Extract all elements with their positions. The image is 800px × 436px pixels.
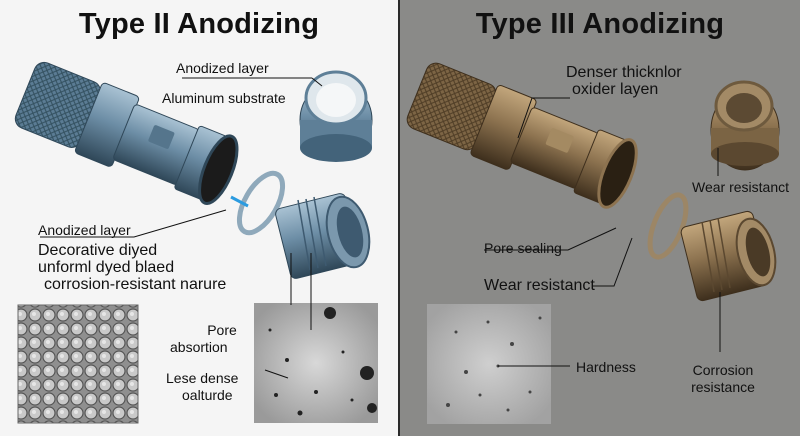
label-wear-resistant-right: Wear resistanct — [692, 179, 789, 195]
type-ii-micrograph-pores — [254, 303, 378, 423]
type-ii-o-ring — [236, 170, 286, 236]
type-ii-micrograph-cells — [17, 304, 139, 424]
label-corrosion: Corrosion — [692, 362, 754, 378]
type-iii-leader-lines — [484, 97, 721, 367]
type-ii-top-cap — [299, 70, 373, 162]
label-anodized-layer-top: Anodized layer — [176, 60, 269, 76]
type-ii-threaded-cap — [275, 193, 371, 279]
label-desc-line1: Decorative diyed — [38, 242, 158, 259]
label-desc-line3: corrosion-resistant narure — [44, 276, 227, 293]
type-ii-flashlight-body — [14, 61, 239, 205]
type-iii-panel: Type III Anodizing Denser thicknlor oxid… — [400, 0, 800, 436]
type-ii-artwork — [14, 61, 378, 424]
label-pore-sealing: Pore sealing — [484, 240, 562, 256]
label-resistance: resistance — [691, 379, 755, 395]
type-iii-title: Type III Anodizing — [475, 8, 725, 40]
type-ii-pore-dots — [268, 307, 377, 416]
label-aluminum-substrate: Aluminum substrate — [162, 90, 286, 106]
label-lese-dense: Lese dense — [166, 370, 239, 386]
label-anodized-layer: Anodized layer — [38, 222, 131, 238]
label-desc-line2: unforml dyed blaed — [38, 259, 175, 276]
label-pore: Pore — [207, 322, 237, 338]
label-absortion: absortion — [170, 339, 228, 355]
type-iii-top-cap — [710, 80, 780, 171]
type-ii-layer-marker — [230, 195, 249, 208]
type-iii-artwork — [406, 62, 780, 424]
type-ii-title: Type II Anodizing — [78, 8, 320, 40]
label-denser-line1: Denser thicknlor — [566, 64, 682, 81]
label-oalturde: oalturde — [182, 387, 233, 403]
type-iii-threaded-cap — [680, 210, 777, 302]
type-ii-panel: Type II Anodizing Anodized layer Aluminu… — [0, 0, 398, 436]
label-wear-resistanct: Wear resistanct — [484, 277, 595, 294]
label-hardness: Hardness — [576, 359, 636, 375]
type-ii-leader-lines — [40, 77, 323, 379]
panel-divider — [398, 0, 400, 436]
type-iii-flashlight-body — [406, 62, 638, 209]
label-denser-line2: oxider layen — [572, 81, 659, 98]
